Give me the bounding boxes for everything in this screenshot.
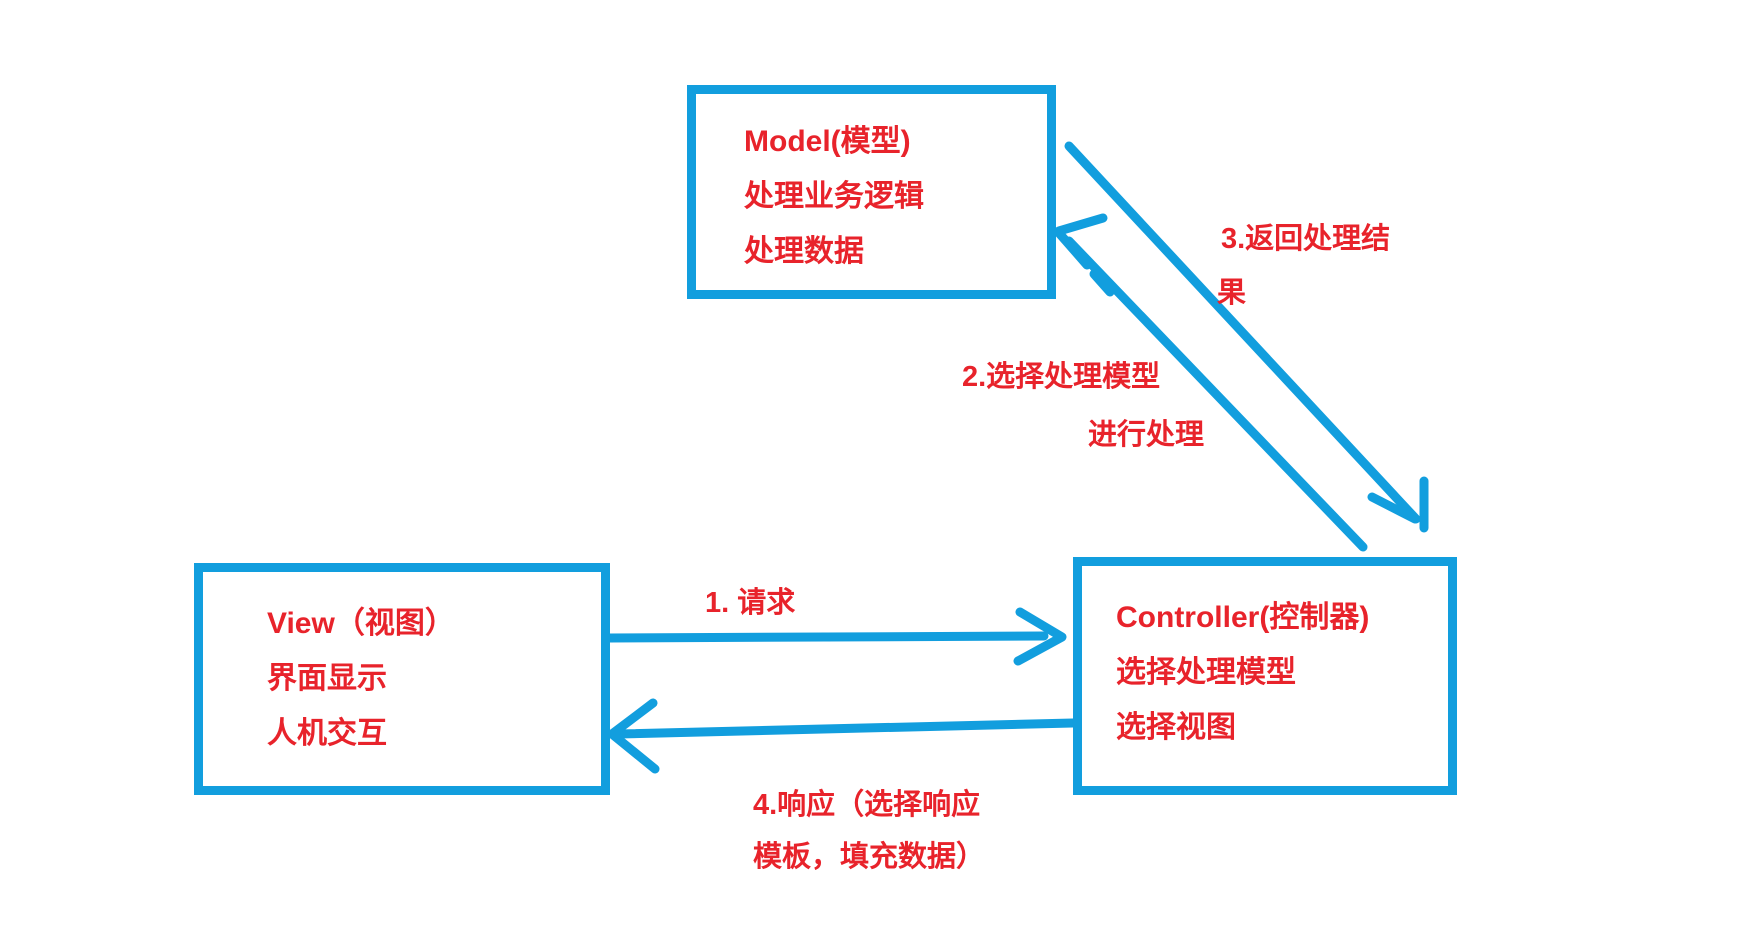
- controller-line3: 选择视图: [1116, 711, 1236, 744]
- view-box: View（视图） 界面显示 人机交互: [194, 563, 610, 795]
- arrow-label-select-model-line1: 2.选择处理模型: [962, 361, 1161, 393]
- model-line3: 处理数据: [744, 235, 864, 268]
- arrow-request: [604, 607, 1067, 666]
- model-box: Model(模型) 处理业务逻辑 处理数据: [687, 85, 1056, 299]
- arrow-label-return-result-line2: 果: [1217, 277, 1247, 309]
- arrow-label-response-line2: 模板，填充数据）: [753, 841, 986, 873]
- controller-box: Controller(控制器) 选择处理模型 选择视图: [1073, 557, 1457, 795]
- arrow-label-response-line1: 4.响应（选择响应: [753, 789, 981, 821]
- model-line2: 处理业务逻辑: [744, 180, 924, 213]
- view-title: View（视图）: [267, 607, 455, 640]
- view-line2: 界面显示: [267, 662, 387, 695]
- arrow-return-result: [1064, 141, 1429, 533]
- arrow-label-return-result-line1: 3.返回处理结: [1221, 223, 1391, 255]
- arrow-label-request: 1. 请求: [705, 587, 796, 619]
- arrow-label-select-model-line2: 进行处理: [1088, 419, 1205, 451]
- arrow-response: [607, 698, 1078, 774]
- controller-line2: 选择处理模型: [1116, 656, 1296, 689]
- arrow-select-model: [1054, 213, 1368, 552]
- model-title: Model(模型): [744, 125, 911, 158]
- controller-title: Controller(控制器): [1116, 601, 1370, 634]
- view-line3: 人机交互: [267, 717, 387, 750]
